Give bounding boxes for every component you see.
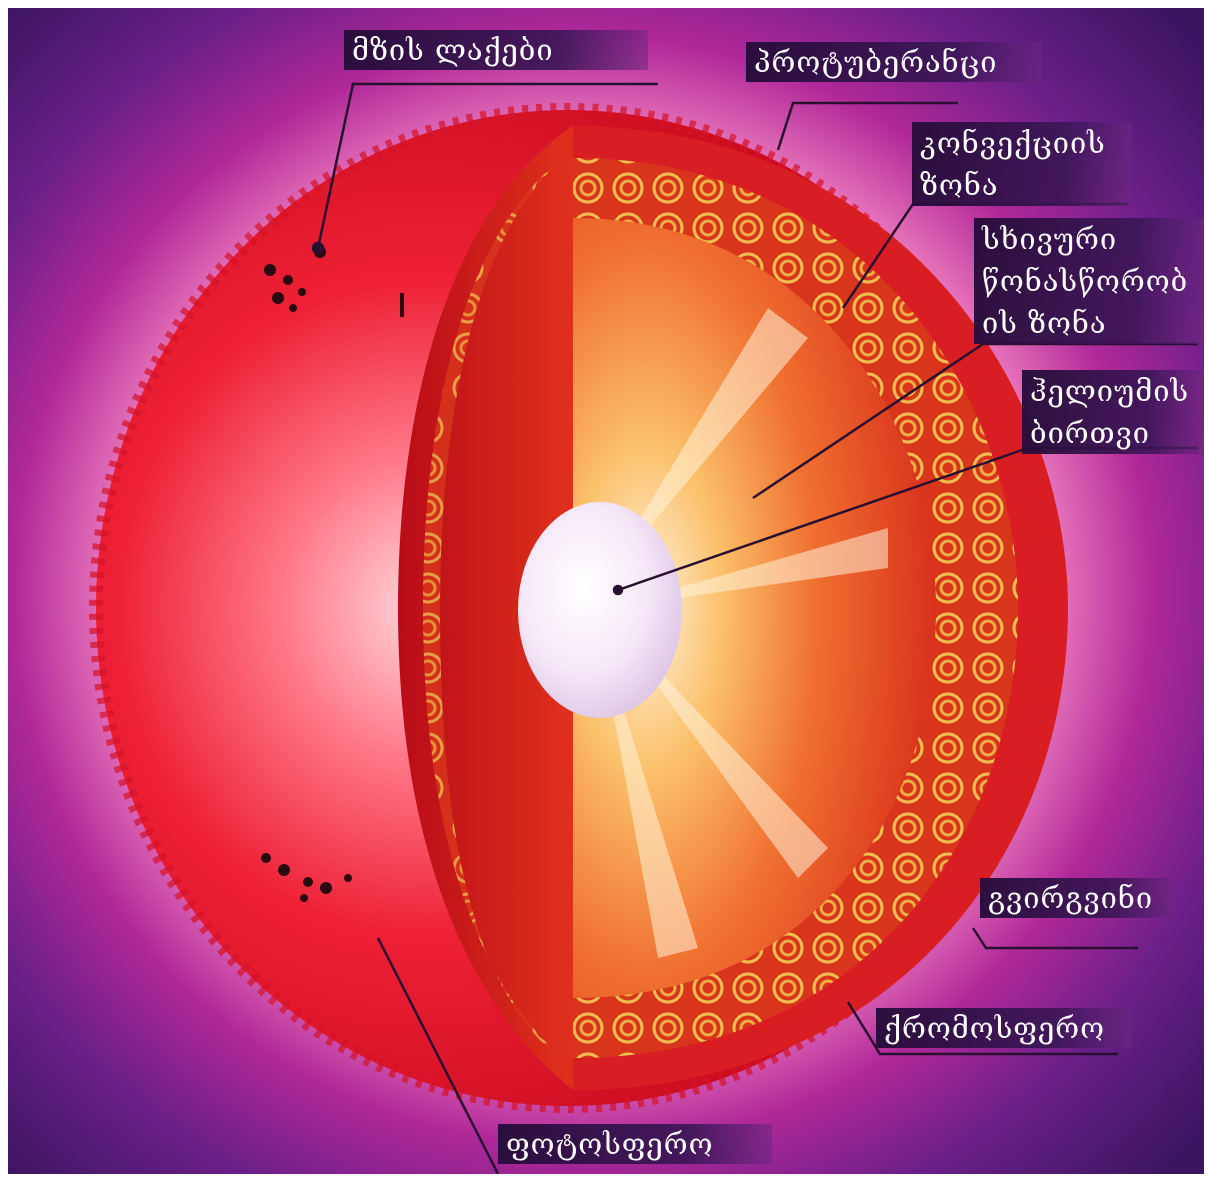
- label-chromosphere: ქრომოსფერო: [876, 1008, 1132, 1048]
- label-photosphere: ფოტოსფერო: [498, 1124, 772, 1164]
- label-prominences: პროტუბერანცი: [746, 42, 1042, 82]
- label-corona: გვირგვინი: [980, 878, 1174, 918]
- label-radiative-zone: სხივური წონასწორობ ის ზონა: [974, 218, 1204, 344]
- label-sunspots: მზის ლაქები: [344, 30, 648, 70]
- label-convection-zone: კონვექციის ზონა: [912, 122, 1132, 206]
- helium-core: [518, 502, 682, 718]
- sun-structure-diagram: მზის ლაქები პროტუბერანცი კონვექციის ზონა…: [8, 8, 1204, 1174]
- label-helium-core: ჰელიუმის ბირთვი: [1022, 370, 1204, 454]
